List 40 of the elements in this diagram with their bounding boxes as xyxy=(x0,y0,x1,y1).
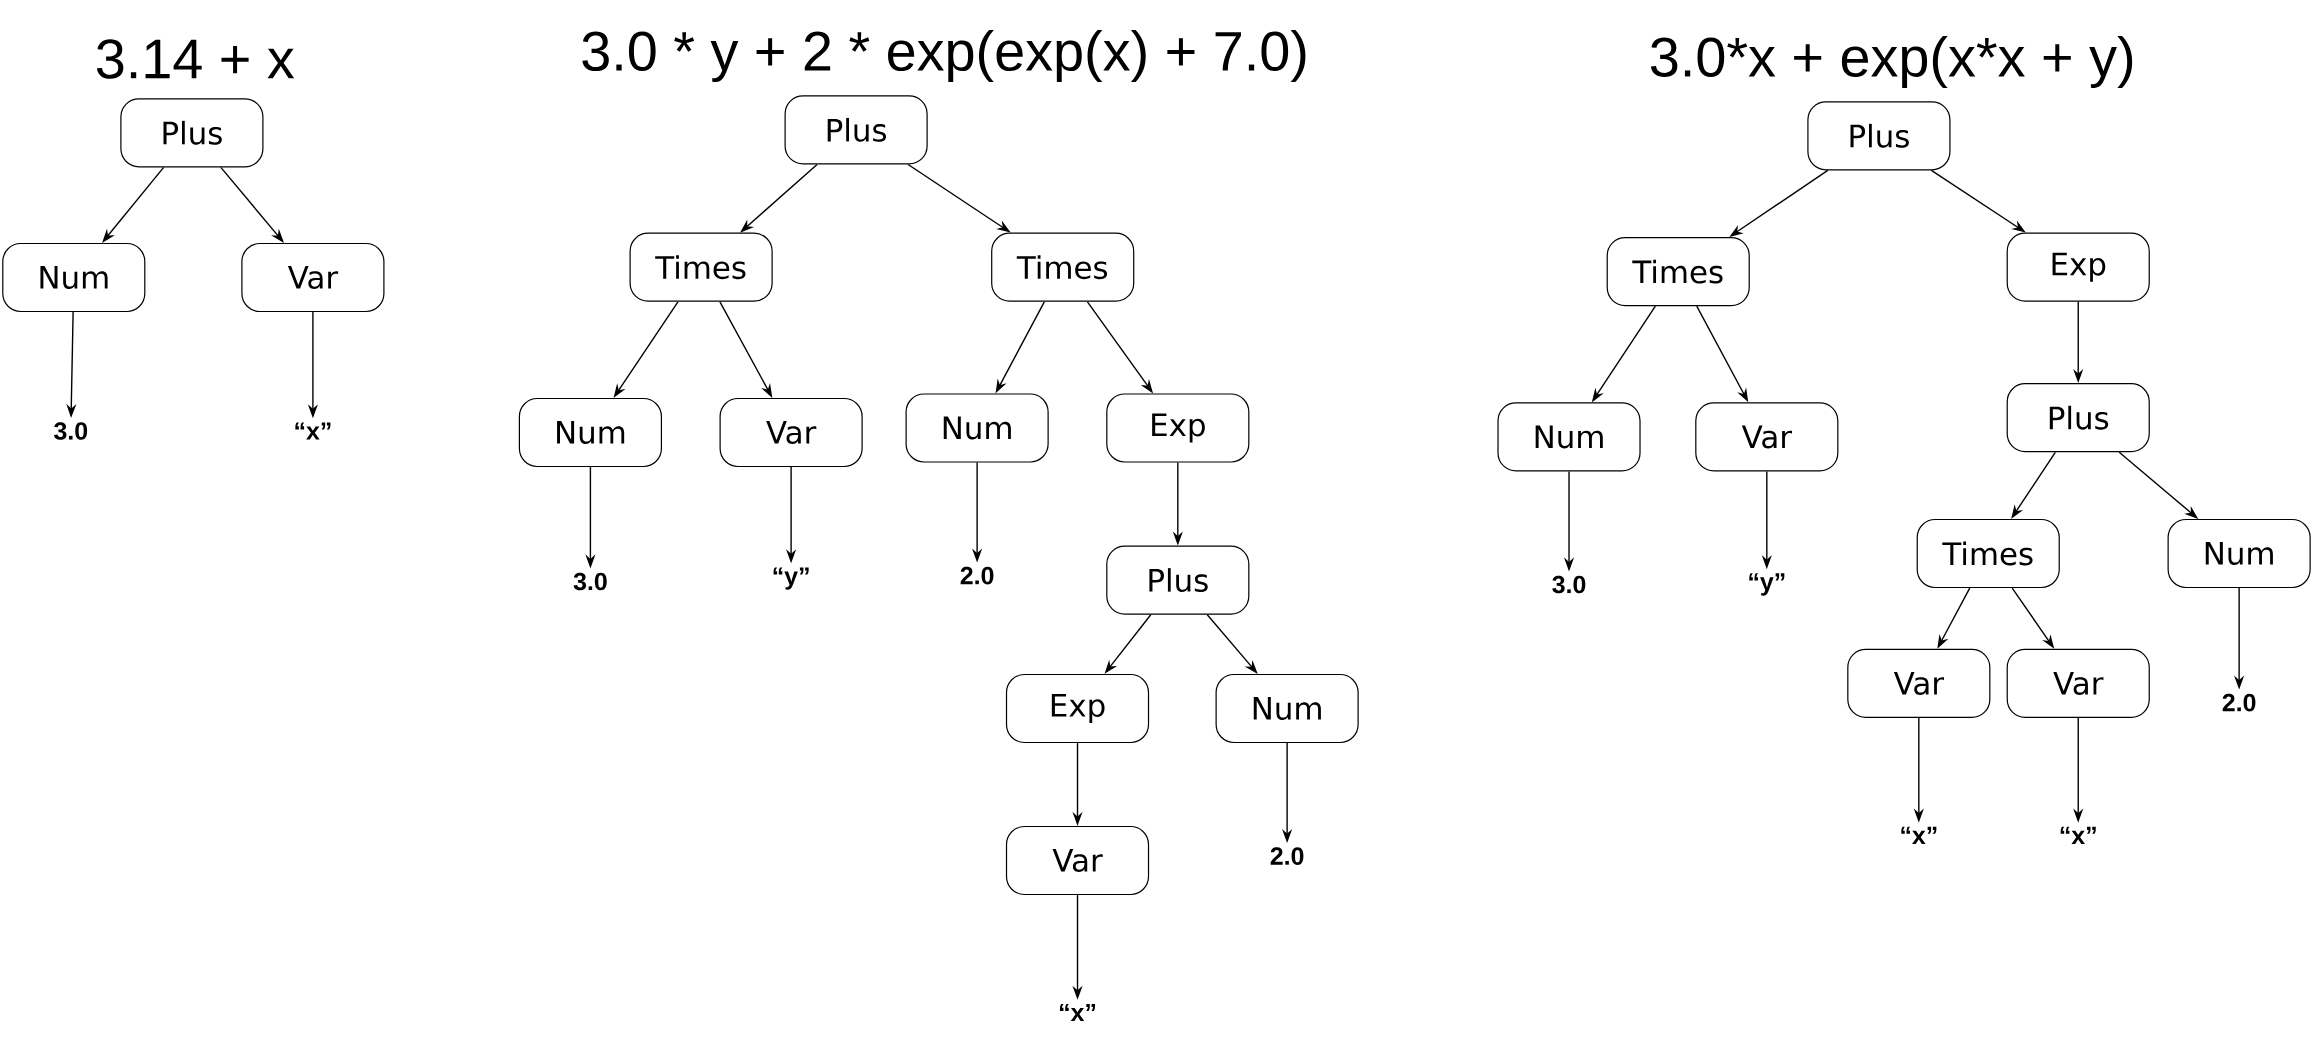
rounded-box: Var xyxy=(2006,648,2150,718)
rounded-box: Num xyxy=(1497,402,1641,472)
rounded-box: Times xyxy=(991,232,1135,302)
rounded-box: Var xyxy=(1005,825,1150,896)
rounded-box: Var xyxy=(1847,648,1991,718)
leaf-value: 2.0 xyxy=(960,566,994,585)
leaf-value: 3.0 xyxy=(573,572,607,591)
leaf-value: “x” xyxy=(2060,826,2096,844)
rounded-box: Num xyxy=(2167,518,2311,589)
expression-title: 3.14 + x xyxy=(96,39,295,79)
rounded-box: Num xyxy=(905,393,1049,463)
rounded-box: Num xyxy=(1215,673,1359,744)
expression-title: 3.0*x + exp(x*x + y) xyxy=(1650,36,2133,88)
leaf-value: “y” xyxy=(1749,573,1785,596)
rounded-box: Var xyxy=(719,397,863,468)
rounded-box: Num xyxy=(518,397,662,468)
leaf-value: 2.0 xyxy=(1270,847,1304,865)
rounded-box: Plus xyxy=(1807,101,1951,171)
rounded-box: Num xyxy=(2,242,146,313)
rounded-box: Times xyxy=(1606,237,1750,307)
rounded-box: Plus xyxy=(1106,545,1250,615)
rounded-box: Exp xyxy=(2006,232,2150,302)
rounded-box: Times xyxy=(1916,518,2060,589)
leaf-value: 3.0 xyxy=(1552,575,1586,594)
rounded-box: Plus xyxy=(2006,383,2150,453)
expression-title: 3.0 * y + 2 * exp(exp(x) + 7.0) xyxy=(582,30,1306,83)
leaf-value: “x” xyxy=(295,422,331,440)
rounded-box: Plus xyxy=(120,98,264,168)
leaf-value: “y” xyxy=(773,567,809,590)
rounded-box: Exp xyxy=(1106,393,1250,463)
leaf-value: “x” xyxy=(1060,1003,1096,1022)
rounded-box: Var xyxy=(241,242,385,313)
rounded-box: Times xyxy=(629,232,773,302)
leaf-value: “x” xyxy=(1901,826,1937,844)
arrow xyxy=(1206,614,1258,674)
rounded-box: Plus xyxy=(784,95,928,165)
leaf-value: 3.0 xyxy=(54,422,88,440)
rounded-box: Var xyxy=(1695,402,1839,472)
leaf-value: 2.0 xyxy=(2222,693,2256,712)
rounded-box: Exp xyxy=(1005,673,1150,744)
